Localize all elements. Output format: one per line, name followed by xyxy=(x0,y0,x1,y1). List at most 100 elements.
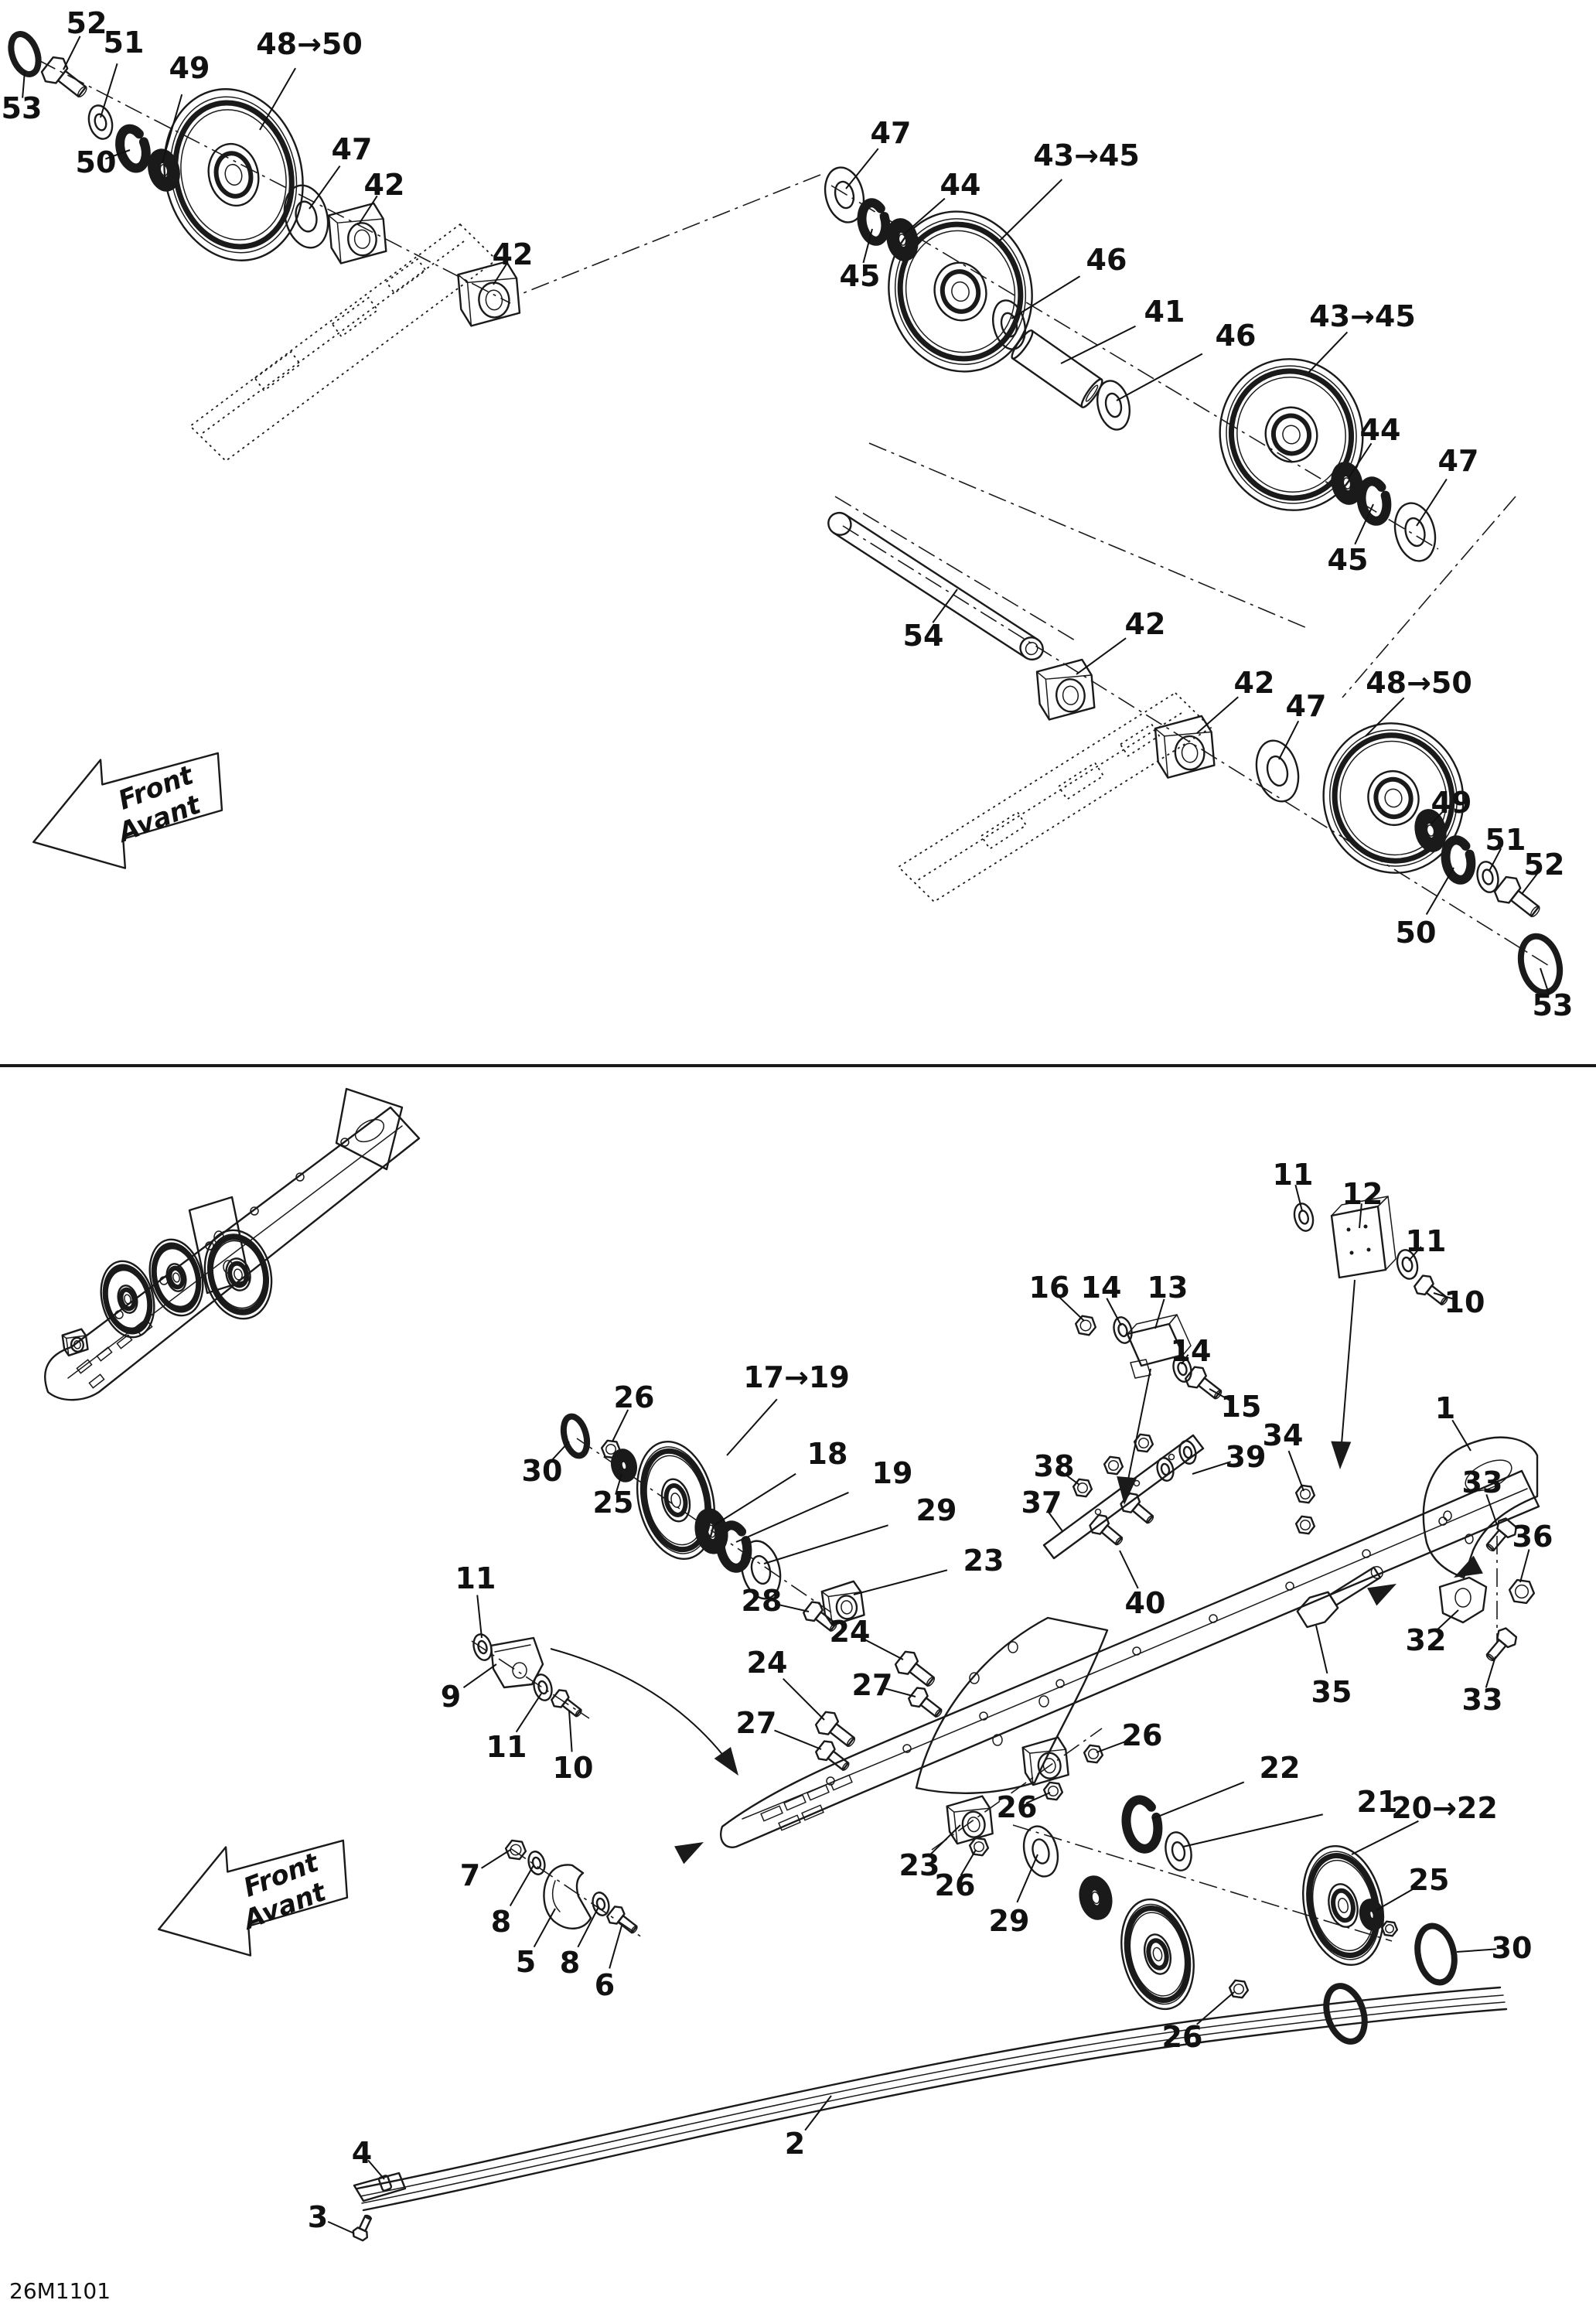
cap-53 xyxy=(5,29,45,79)
callout-leader xyxy=(63,36,81,70)
bolt-52 xyxy=(38,53,94,105)
circlip-22 xyxy=(1120,1796,1164,1853)
callout-leader xyxy=(862,228,873,264)
callout-label: 44 xyxy=(1360,413,1401,447)
callout-label: 16 xyxy=(1029,1271,1070,1305)
axis-line xyxy=(38,60,511,304)
callout-label: 19 xyxy=(872,1456,913,1490)
nut-26 xyxy=(1042,1781,1064,1801)
axis-line xyxy=(1342,496,1516,698)
callout-label: 23 xyxy=(899,1848,940,1882)
bolt-40 xyxy=(1087,1512,1128,1551)
washer-46 xyxy=(987,296,1031,353)
callout-leader xyxy=(327,2220,355,2234)
callout-label: 47 xyxy=(1438,444,1479,478)
callout-leader xyxy=(1521,872,1539,895)
callout-leader xyxy=(1485,1494,1498,1526)
callout-leader xyxy=(259,67,296,131)
callout-leader xyxy=(1209,1388,1233,1403)
idler-wheel-20-22 xyxy=(1111,1892,1204,2017)
callout-leader xyxy=(462,1663,497,1689)
callout-label: 49 xyxy=(1431,786,1472,820)
callout-leader xyxy=(1430,808,1447,825)
callout-label: 22 xyxy=(1260,1751,1301,1785)
callout-leader xyxy=(783,1678,825,1721)
callout-label: 6 xyxy=(595,1968,615,2002)
callout-leader xyxy=(1151,1781,1245,1820)
front-bracket-9 xyxy=(470,1632,747,1782)
callout-label: 46 xyxy=(1086,243,1127,277)
callout-leader xyxy=(1308,331,1349,374)
idler-wheel xyxy=(196,1223,281,1326)
callout-leader xyxy=(932,589,958,623)
callout-leader xyxy=(1451,1419,1472,1452)
callout-leader xyxy=(1154,1298,1165,1329)
callout-label: 24 xyxy=(830,1615,871,1649)
callout-leader xyxy=(1485,1656,1496,1688)
callout-leader xyxy=(533,1908,556,1948)
callout-label: 26 xyxy=(614,1380,655,1414)
callout-label: 2 xyxy=(785,2127,805,2161)
callout-label: 42 xyxy=(1125,607,1166,641)
idler-group-17-19 xyxy=(558,1413,866,1637)
callout-leader xyxy=(1287,1450,1304,1492)
callout-leader xyxy=(309,165,341,210)
washer-47 xyxy=(1389,498,1441,566)
callout-label: 26 xyxy=(1122,1718,1163,1752)
callout-label: 48→50 xyxy=(1366,666,1472,700)
callout-label: 52 xyxy=(66,6,107,40)
washer-21 xyxy=(1161,1829,1195,1874)
callout-label: 11 xyxy=(1273,1158,1314,1192)
bolt-6 xyxy=(605,1903,642,1939)
bolt-24 xyxy=(892,1647,941,1694)
callout-leader xyxy=(998,179,1063,242)
callout-leader xyxy=(515,1693,542,1733)
callout-label: 21 xyxy=(1357,1785,1398,1819)
callout-label: 30 xyxy=(522,1454,563,1488)
callout-leader xyxy=(1116,353,1203,401)
callout-leader xyxy=(609,1925,622,1969)
callout-label: 54 xyxy=(903,619,944,653)
callout-leader xyxy=(1354,503,1374,545)
callout-label: 50 xyxy=(76,145,117,179)
washer-29 xyxy=(1018,1822,1063,1881)
callout-leader xyxy=(1192,1461,1231,1475)
callout-leader xyxy=(493,262,508,285)
callout-leader xyxy=(864,1639,904,1660)
callout-leader xyxy=(735,1492,849,1543)
callout-leader xyxy=(1433,1292,1457,1301)
washer-39 xyxy=(1177,1438,1199,1466)
callout-leader xyxy=(1058,1296,1085,1322)
rear-bracket-1 xyxy=(1422,1436,1539,1579)
o-ring-30 xyxy=(1411,1921,1461,1987)
pointer-arrow xyxy=(714,1747,747,1782)
nut-34 xyxy=(1294,1515,1316,1535)
callout-label: 26 xyxy=(935,1868,976,1902)
cap-53 xyxy=(1513,930,1567,998)
callout-label: 8 xyxy=(560,1946,580,1980)
callout-leader xyxy=(1278,720,1300,760)
callout-label: 43→45 xyxy=(1033,138,1140,172)
callout-label: 15 xyxy=(1221,1390,1262,1424)
callout-leader xyxy=(714,1472,796,1526)
callout-leader xyxy=(726,1398,778,1456)
washer-46 xyxy=(1092,377,1135,434)
callout-label: 47 xyxy=(871,116,912,150)
callout-label: 10 xyxy=(1444,1285,1485,1319)
rail-assembled-left xyxy=(44,1087,421,1401)
callout-leader xyxy=(1294,1184,1303,1212)
circlip-45 xyxy=(1357,478,1391,524)
callout-label: 53 xyxy=(2,91,43,125)
o-ring-30 xyxy=(1318,1980,1373,2048)
rail-main xyxy=(720,1469,1540,1848)
callout-label: 1 xyxy=(1435,1391,1455,1425)
nut-38 xyxy=(1103,1455,1124,1476)
bolt-27 xyxy=(906,1684,947,1723)
callout-leader xyxy=(1376,1888,1415,1911)
front-bracket xyxy=(61,1328,89,1356)
callout-label: 10 xyxy=(553,1751,594,1785)
callout-label: 24 xyxy=(747,1646,788,1680)
callout-label: 46 xyxy=(1216,319,1257,353)
